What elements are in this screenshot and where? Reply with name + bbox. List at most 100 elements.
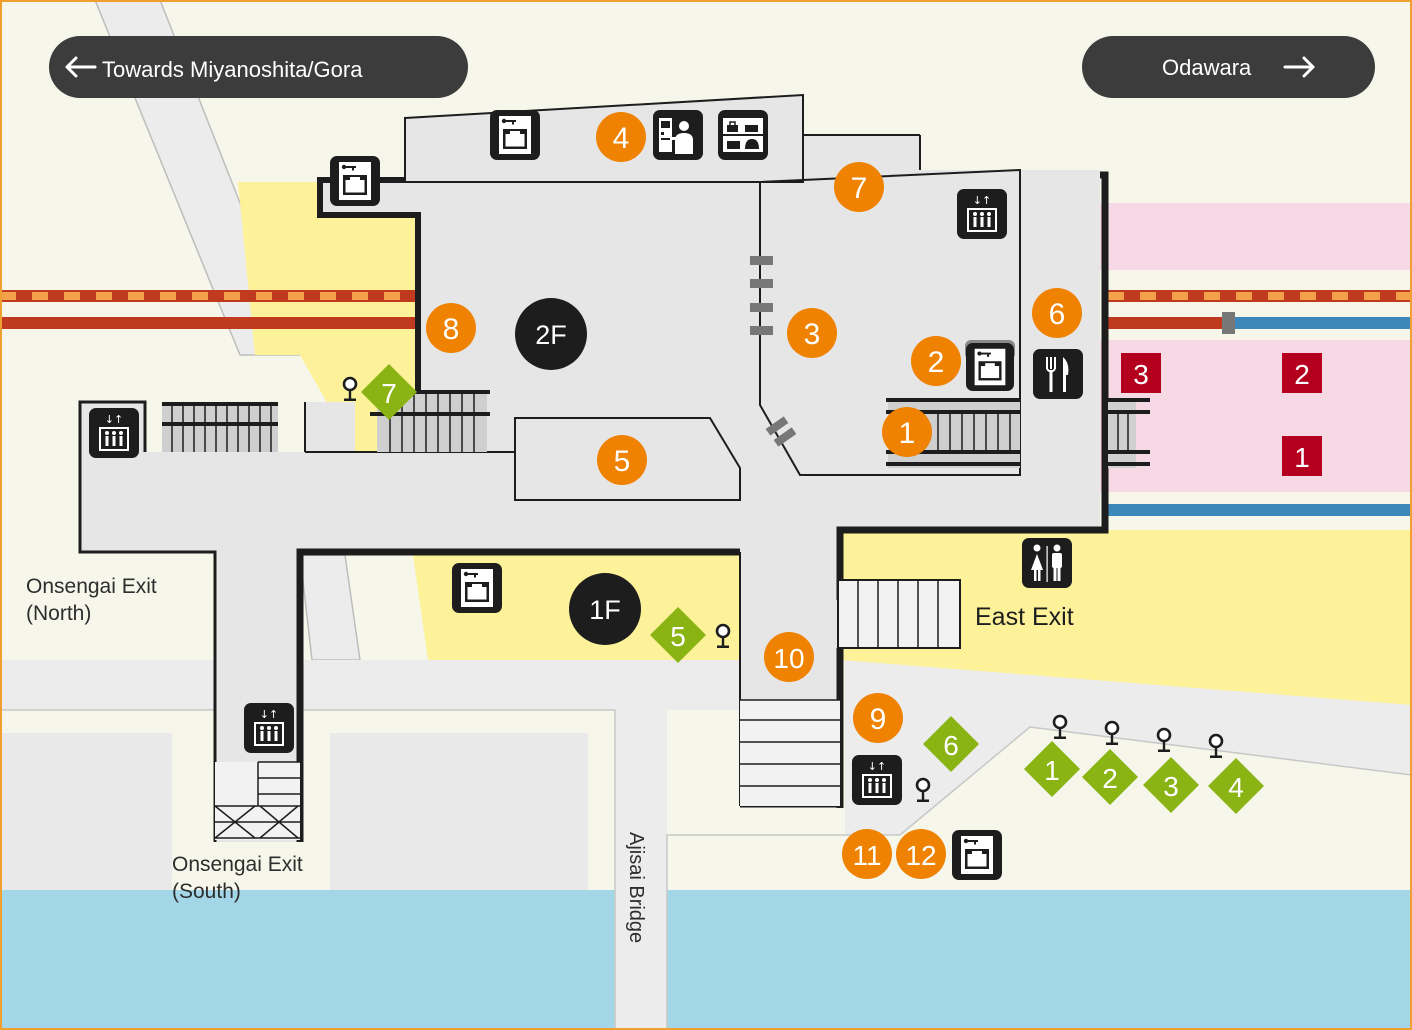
floor-badge-2f: 2F <box>515 298 587 370</box>
arrow-right-icon <box>1283 56 1315 78</box>
coin-locker-icon[interactable] <box>330 156 380 206</box>
svg-text:10: 10 <box>773 643 804 674</box>
elevator-icon[interactable] <box>957 189 1007 239</box>
elevator-icon[interactable] <box>89 408 139 458</box>
coin-locker-icon[interactable] <box>490 110 540 160</box>
gate-mark <box>750 256 773 265</box>
svg-text:3: 3 <box>1133 359 1149 390</box>
rail-junction <box>1222 312 1235 334</box>
building-middle <box>330 733 588 890</box>
onsengai-south-label-line2: (South) <box>172 880 241 903</box>
nav-label-odawara: Odawara <box>1162 55 1252 80</box>
coin-locker-icon[interactable] <box>966 343 1014 391</box>
bus-stop-marker-2[interactable]: 2 <box>1082 749 1138 805</box>
street-east-road <box>845 660 1412 835</box>
ticket-machine-icon[interactable] <box>653 110 703 160</box>
rail-right-blue-lower <box>1108 504 1412 516</box>
restroom-icon[interactable] <box>1022 538 1072 588</box>
facility-marker-2[interactable]: 2 <box>911 336 961 386</box>
platform-number-1: 1 <box>1282 436 1322 476</box>
facility-marker-7[interactable]: 7 <box>834 162 884 212</box>
stairs-south-walkway <box>740 699 840 806</box>
svg-text:1: 1 <box>1044 755 1060 786</box>
bus-stop-marker-7[interactable]: 7 <box>361 364 417 420</box>
facility-marker-5[interactable]: 5 <box>597 435 647 485</box>
svg-text:4: 4 <box>613 122 630 155</box>
gate-mark <box>765 416 789 436</box>
svg-text:9: 9 <box>870 703 887 736</box>
gate-mark <box>750 326 773 335</box>
facility-marker-10[interactable]: 10 <box>764 632 814 682</box>
platform-number-3: 3 <box>1121 353 1161 393</box>
facility-marker-1[interactable]: 1 <box>882 407 932 457</box>
onsengai-north-label-line1: Onsengai Exit <box>26 575 157 598</box>
svg-text:7: 7 <box>851 172 868 205</box>
restaurant-icon[interactable] <box>1033 349 1083 399</box>
gate-mark <box>750 279 773 288</box>
nav-button-miyanoshita-gora[interactable]: Towards Miyanoshita/Gora <box>49 36 468 98</box>
bus-stop-marker-5[interactable]: 5 <box>650 607 706 663</box>
svg-text:2F: 2F <box>535 320 567 350</box>
svg-text:7: 7 <box>381 378 397 409</box>
platform-number-2: 2 <box>1282 353 1322 393</box>
gate-mark <box>773 427 797 447</box>
svg-text:6: 6 <box>1049 298 1066 331</box>
onsengai-south-label-line1: Onsengai Exit <box>172 853 303 876</box>
ajisai-bridge-label: Ajisai Bridge <box>625 832 647 943</box>
gate-mark <box>750 303 773 312</box>
building-left <box>0 733 172 890</box>
coin-locker-icon[interactable] <box>452 563 502 613</box>
facility-marker-6[interactable]: 6 <box>1032 288 1082 338</box>
facility-marker-4[interactable]: 4 <box>596 112 646 162</box>
facility-marker-12[interactable]: 12 <box>896 829 946 879</box>
east-exit-label: East Exit <box>975 603 1074 631</box>
street-edge-2 <box>666 834 900 1030</box>
svg-text:6: 6 <box>943 730 959 761</box>
yellow-area-east <box>840 530 1412 705</box>
nav-button-odawara[interactable]: Odawara <box>1082 36 1375 98</box>
wall-south <box>296 548 740 842</box>
facility-marker-8[interactable]: 8 <box>426 303 476 353</box>
wall-east <box>836 171 1109 600</box>
luggage-icon[interactable] <box>718 110 768 160</box>
wall-west <box>78 400 217 842</box>
svg-text:3: 3 <box>804 318 821 351</box>
nav-label-miyanoshita-gora: Towards Miyanoshita/Gora <box>102 57 363 82</box>
bus-stop-marker-3[interactable]: 3 <box>1143 757 1199 813</box>
street-edge <box>0 709 616 1030</box>
bus-stop-marker-1[interactable]: 1 <box>1024 741 1080 797</box>
elevator-icon[interactable] <box>244 703 294 753</box>
svg-text:11: 11 <box>852 840 881 871</box>
stairs-upper-left <box>162 402 278 452</box>
wall-west-stair <box>320 212 421 400</box>
street-bridge <box>615 710 667 1030</box>
street-edge-3 <box>899 726 1412 836</box>
svg-text:1: 1 <box>1294 442 1310 473</box>
ticket-gate-area <box>759 168 1021 476</box>
bus-stop-marker-4[interactable]: 4 <box>1208 758 1264 814</box>
svg-text:5: 5 <box>614 445 631 478</box>
rail-left-solid <box>0 317 418 329</box>
svg-text:8: 8 <box>443 313 460 346</box>
platform-area-top <box>1100 203 1412 270</box>
coin-locker-icon[interactable] <box>952 830 1002 880</box>
rail-right-blue <box>1228 317 1412 329</box>
stairs-platform-east <box>1108 398 1150 468</box>
facility-marker-9[interactable]: 9 <box>853 693 903 743</box>
onsengai-north-label-line2: (North) <box>26 602 91 625</box>
elevator-icon[interactable] <box>852 755 902 805</box>
facility-marker-11[interactable]: 11 <box>842 829 892 879</box>
svg-text:5: 5 <box>670 621 686 652</box>
rail-right-red-2 <box>1108 317 1228 329</box>
svg-text:4: 4 <box>1228 772 1244 803</box>
bus-stop-marker-6[interactable]: 6 <box>923 716 979 772</box>
floor-badge-1f: 1F <box>569 573 641 645</box>
svg-text:1: 1 <box>899 417 916 450</box>
stairs-east-exit <box>837 579 961 649</box>
svg-text:2: 2 <box>1294 359 1310 390</box>
svg-text:1F: 1F <box>589 595 621 625</box>
facility-marker-3[interactable]: 3 <box>787 308 837 358</box>
stairs-onsengai-south <box>214 761 300 840</box>
